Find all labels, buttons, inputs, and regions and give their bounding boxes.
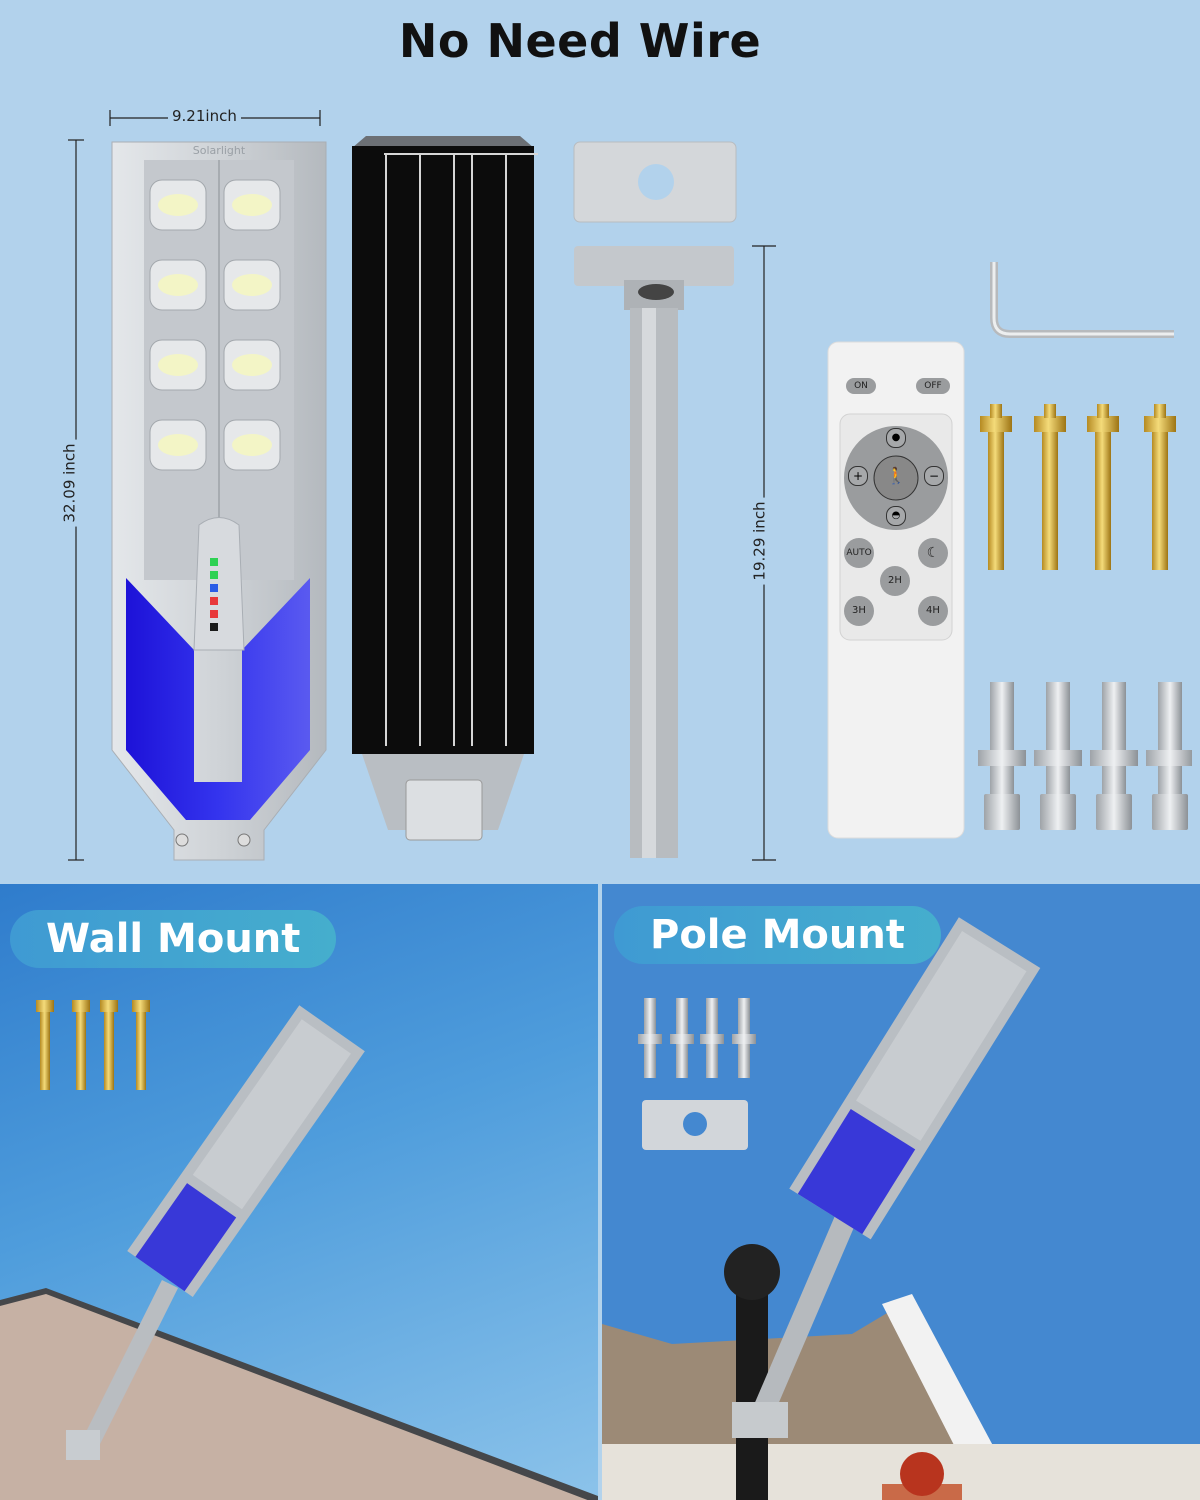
remote-button-on: ON [846, 378, 876, 394]
sleep-icon: ☾ [918, 538, 948, 568]
dim-icon: ◓ [886, 506, 906, 526]
page-title: No Need Wire [398, 14, 762, 68]
brightness-icon: ● [886, 428, 906, 448]
pole-mount-panel: Pole Mount [602, 884, 1200, 1500]
pole-mount-scene [602, 917, 1200, 1500]
plus-icon: + [848, 466, 868, 486]
pole-mount-label: Pole Mount [614, 906, 941, 964]
screws [978, 682, 1192, 830]
expansion-bolts [980, 404, 1176, 570]
lamp-height-label: 32.09 inch [60, 439, 79, 527]
remote-button-3h: 3H [844, 596, 874, 626]
wall-mount-scene [0, 1000, 598, 1500]
motion-sensor-icon: 🚶 [886, 466, 906, 485]
width-label: 9.21inch [168, 107, 241, 125]
remote-button-auto: AUTO [844, 538, 874, 568]
hex-key [990, 262, 1174, 338]
product-overview: No Need Wire 9.21inch 32.09 inch 19.29 i… [60, 14, 1192, 861]
pole-height-label: 19.29 inch [750, 497, 769, 585]
lamp-front: Solarlight [111, 141, 327, 861]
remote-button-off: OFF [916, 378, 950, 394]
remote-button-2h: 2H [880, 566, 910, 596]
wall-mount-label: Wall Mount [10, 910, 337, 968]
wall-mount-panel: Wall Mount [0, 884, 598, 1500]
brand-label: Solarlight [193, 144, 246, 157]
led-module [149, 179, 281, 471]
minus-icon: − [924, 466, 944, 486]
solar-panel [352, 136, 538, 841]
remote-button-4h: 4H [918, 596, 948, 626]
mounting-bracket [573, 141, 737, 858]
